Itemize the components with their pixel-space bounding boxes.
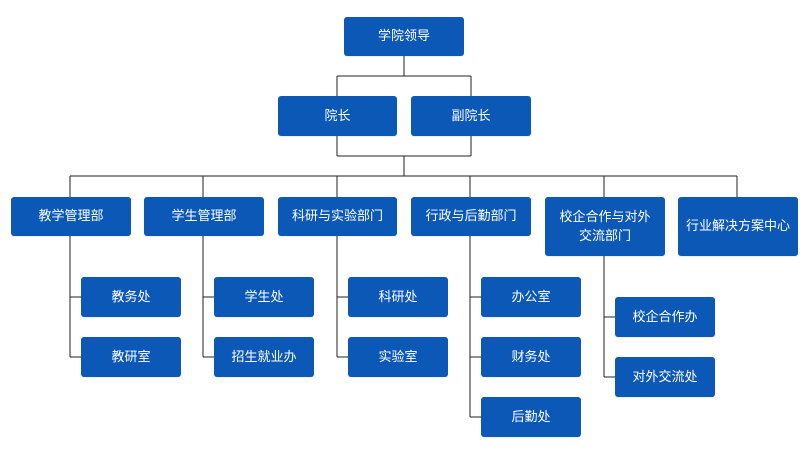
node-label: 行业解决方案中心 xyxy=(686,219,791,234)
child-logistics-office[interactable]: 后勤处 xyxy=(481,397,581,437)
root-node-college-leadership[interactable]: 学院领导 xyxy=(344,17,464,56)
dept-teaching-management[interactable]: 教学管理部 xyxy=(11,197,131,236)
child-external-exchange-office[interactable]: 对外交流处 xyxy=(615,357,715,397)
node-label: 校企合作与对外交流部门 xyxy=(559,209,651,244)
node-label: 学院领导 xyxy=(377,29,430,44)
node-label: 后勤处 xyxy=(511,409,551,425)
dept-research-lab[interactable]: 科研与实验部门 xyxy=(278,197,397,236)
node-label: 对外交流处 xyxy=(632,369,698,385)
node-label: 行政与后勤部门 xyxy=(425,209,517,224)
child-office[interactable]: 办公室 xyxy=(481,277,581,317)
child-academic-affairs[interactable]: 教务处 xyxy=(81,277,181,317)
node-label: 财务处 xyxy=(511,349,551,365)
child-laboratory[interactable]: 实验室 xyxy=(348,337,448,377)
node-label: 科研处 xyxy=(378,289,418,305)
node-label: 副院长 xyxy=(451,108,491,124)
node-vice-dean[interactable]: 副院长 xyxy=(411,96,531,136)
child-research-office[interactable]: 科研处 xyxy=(348,277,448,317)
node-label: 科研与实验部门 xyxy=(291,209,383,224)
node-label: 学生管理部 xyxy=(171,209,237,224)
node-dean[interactable]: 院长 xyxy=(278,96,397,136)
child-school-enterprise-cooperation-office[interactable]: 校企合作办 xyxy=(615,297,715,337)
node-label: 学生处 xyxy=(244,289,284,305)
child-teaching-research-office[interactable]: 教研室 xyxy=(81,337,181,377)
node-label: 实验室 xyxy=(378,349,418,365)
node-label: 校企合作办 xyxy=(632,309,698,325)
node-label: 院长 xyxy=(324,108,351,124)
node-label: 教研室 xyxy=(111,349,151,365)
node-label: 教学管理部 xyxy=(38,209,104,224)
child-finance-office[interactable]: 财务处 xyxy=(481,337,581,377)
child-admissions-employment-office[interactable]: 招生就业办 xyxy=(214,337,314,377)
dept-student-management[interactable]: 学生管理部 xyxy=(144,197,264,236)
node-label: 办公室 xyxy=(511,289,551,305)
dept-school-enterprise-cooperation[interactable]: 校企合作与对外交流部门 xyxy=(545,197,665,256)
node-label: 招生就业办 xyxy=(231,349,297,365)
child-student-office[interactable]: 学生处 xyxy=(214,277,314,317)
node-label: 教务处 xyxy=(111,289,151,305)
dept-industry-solution-center[interactable]: 行业解决方案中心 xyxy=(678,197,798,256)
dept-admin-logistics[interactable]: 行政与后勤部门 xyxy=(411,197,531,236)
